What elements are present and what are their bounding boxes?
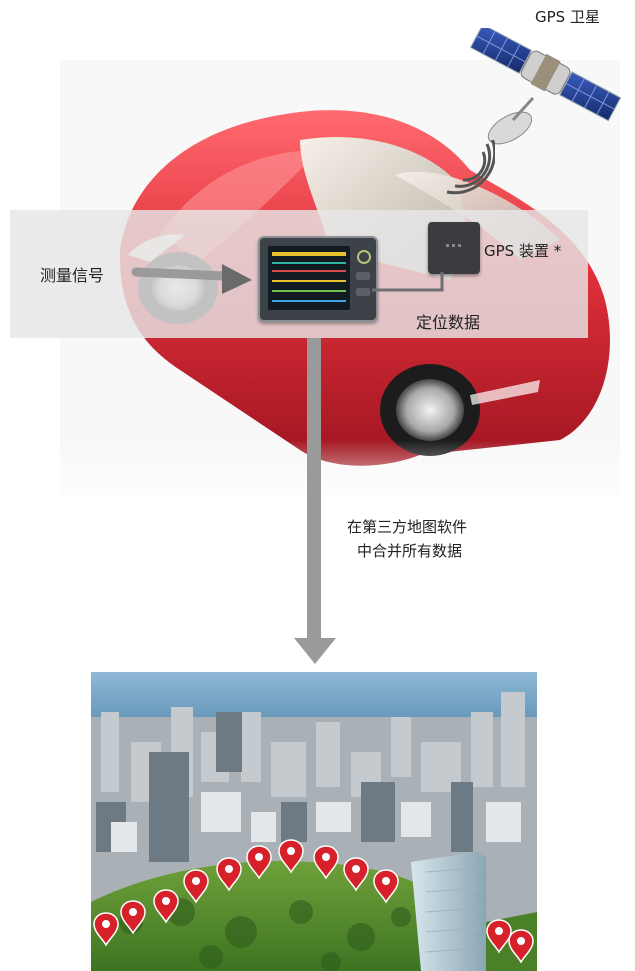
down-arrow-head [294,638,336,664]
city-aerial-map [91,672,537,971]
satellite-icon [469,28,622,145]
merge-label-line1: 在第三方地图软件 [347,518,468,536]
signal-waves-icon [446,140,495,195]
measurement-signal-label: 测量信号 [40,266,105,285]
data-recorder-device [258,236,378,322]
down-arrow-shaft [307,338,321,644]
gps-satellite-label: GPS 卫星 [535,8,600,26]
input-arrow [131,264,252,294]
merge-label-line2: 中合并所有数据 [357,542,463,560]
recorder-screen [268,246,350,310]
gps-cable [372,272,444,292]
rear-wheel [380,364,480,456]
gps-device-label: GPS 装置 * [484,242,562,260]
position-data-label: 定位数据 [416,313,481,332]
gps-device [428,222,480,274]
